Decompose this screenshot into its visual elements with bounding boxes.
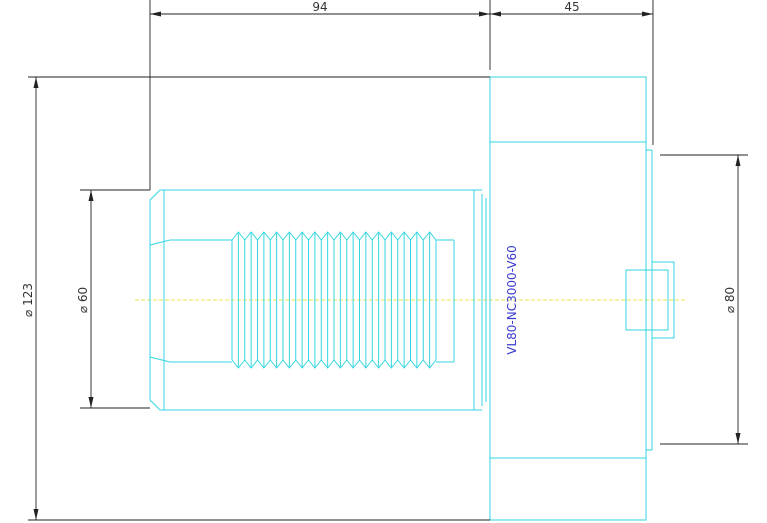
dim-text-45: 45: [564, 0, 579, 14]
dimension-94: 94: [149, 0, 491, 190]
dim-text-94: 94: [312, 0, 327, 14]
dimension-dia-123: ⌀ 123: [21, 76, 490, 521]
dim-text-dia-123: ⌀ 123: [21, 283, 35, 317]
dimension-dia-60: ⌀ 60: [76, 189, 150, 409]
dimension-45: 45: [490, 0, 654, 145]
dim-text-dia-80: ⌀ 80: [723, 287, 737, 313]
dimension-dia-80: ⌀ 80: [660, 154, 748, 445]
thread-serration: [231, 231, 437, 369]
pilot-boss: [625, 261, 675, 339]
dim-text-dia-60: ⌀ 60: [76, 287, 90, 313]
shank: [149, 189, 491, 411]
part-label: VL80-NC3000-V60: [505, 245, 519, 355]
